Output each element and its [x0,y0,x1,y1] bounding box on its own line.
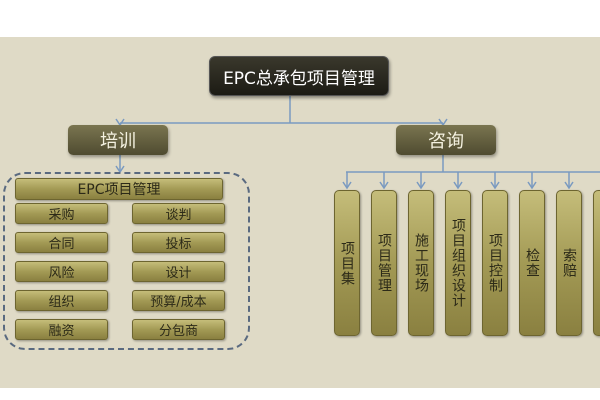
training-item: 风险 [15,261,108,282]
training-item: 分包商 [132,319,225,340]
training-group-border [3,172,250,350]
training-item: 组织 [15,290,108,311]
consulting-item: 项目管理 [371,190,397,336]
training-group-title: EPC项目管理 [15,178,223,200]
consulting-item: 施工现场 [408,190,434,336]
consulting-item: 检查 [519,190,545,336]
root-node: EPC总承包项目管理 [209,56,389,96]
training-item: 谈判 [132,203,225,224]
training-item: 采购 [15,203,108,224]
training-node: 培训 [68,125,168,155]
training-item: 设计 [132,261,225,282]
consulting-item: 项目集 [334,190,360,336]
training-item: 投标 [132,232,225,253]
consulting-item: / [593,190,600,336]
training-item: 合同 [15,232,108,253]
training-item: 融资 [15,319,108,340]
consulting-item: 项目组织设计 [445,190,471,336]
consulting-item: 项目控制 [482,190,508,336]
consulting-node: 咨询 [396,125,496,155]
training-item: 预算/成本 [132,290,225,311]
consulting-item: 索赔 [556,190,582,336]
